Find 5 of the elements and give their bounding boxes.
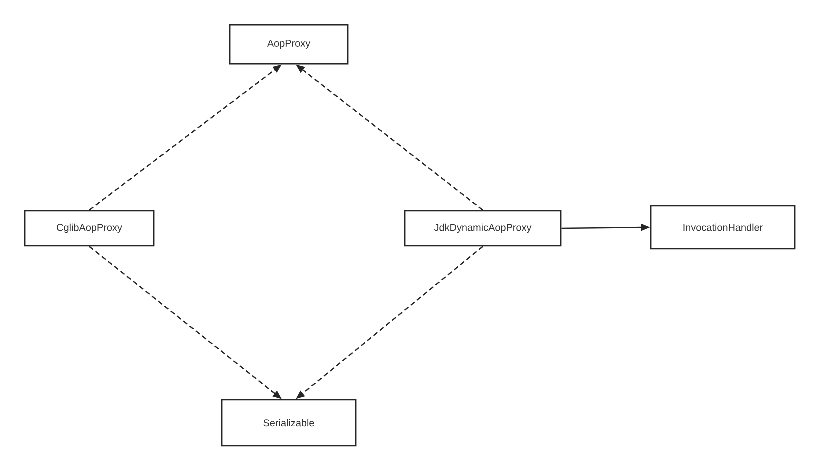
class-box: Serializable bbox=[221, 399, 357, 447]
class-box: AopProxy bbox=[229, 24, 349, 65]
class-box: InvocationHandler bbox=[650, 205, 796, 250]
class-box: JdkDynamicAopProxy bbox=[404, 210, 562, 247]
class-box: CglibAopProxy bbox=[24, 210, 155, 247]
